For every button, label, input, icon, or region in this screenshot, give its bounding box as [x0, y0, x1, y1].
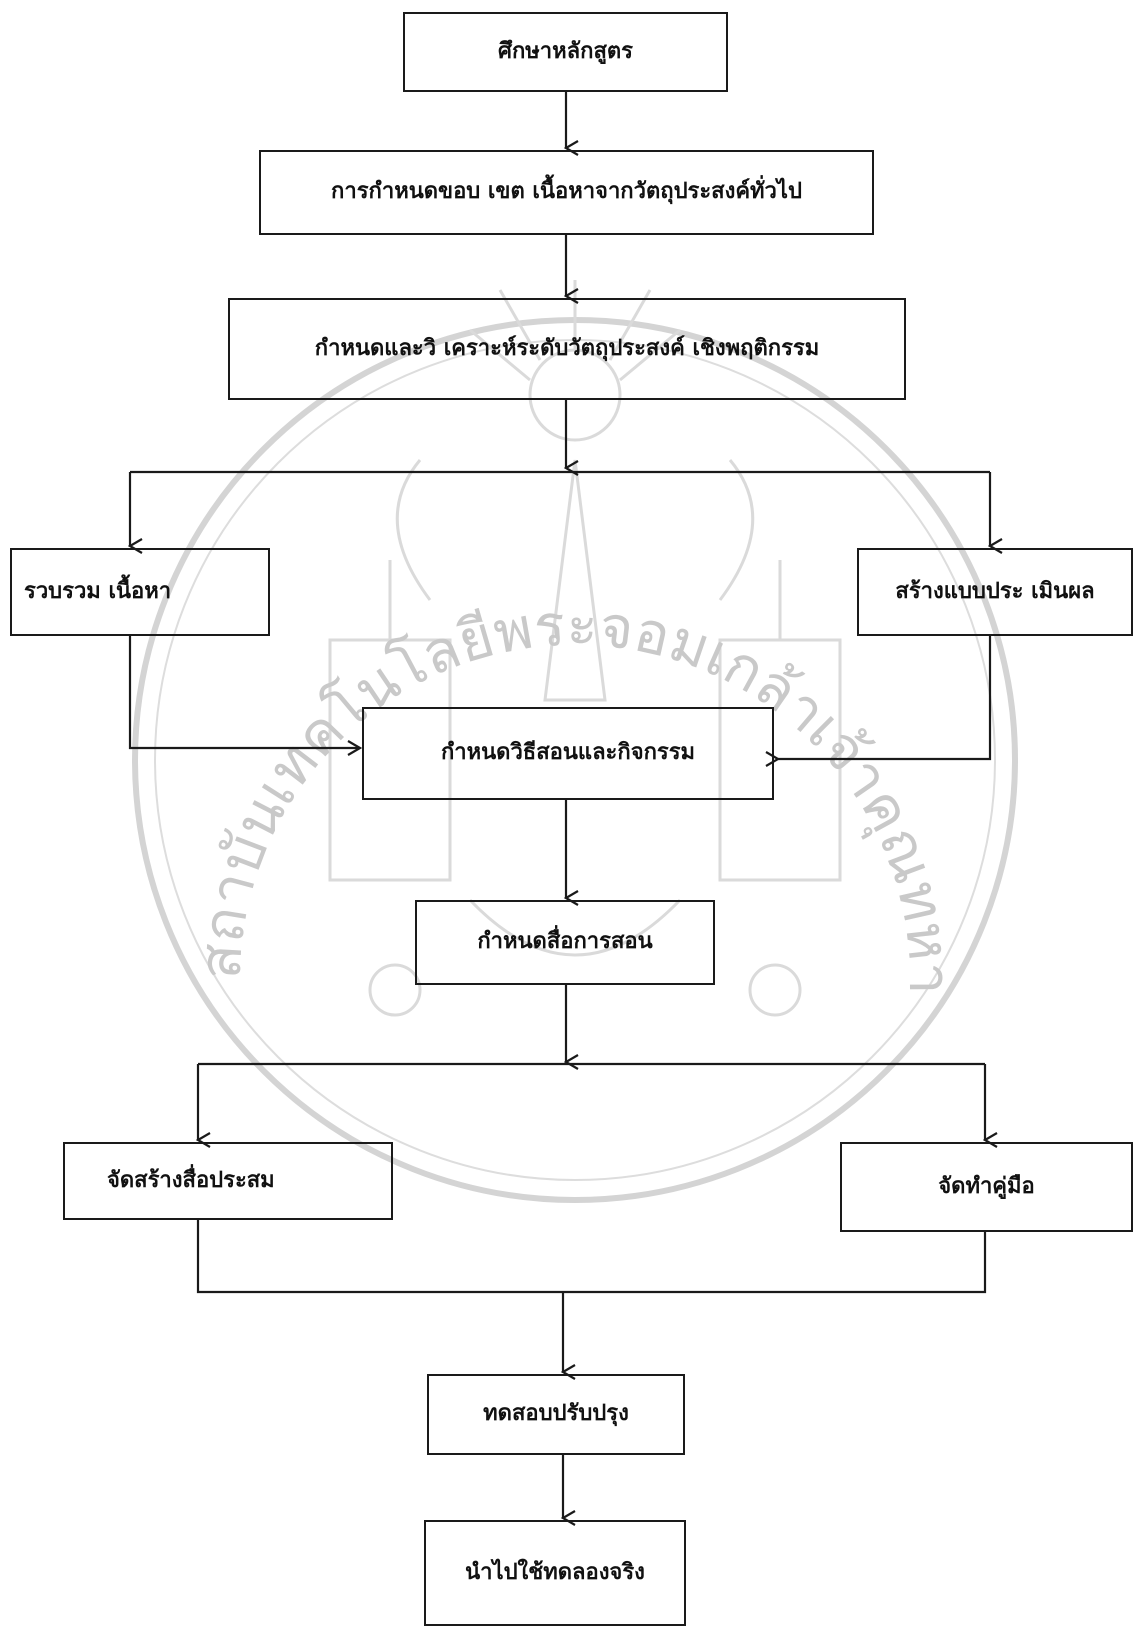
connector-evaluation-methods: [778, 636, 992, 759]
step-evaluation-label: สร้างแบบประ เมินผล: [895, 578, 1095, 604]
step-trial-use: นำไปใช้ทดลองจริง: [424, 1520, 686, 1626]
step-trial-label: นำไปใช้ทดลองจริง: [465, 1559, 645, 1585]
step-teaching-methods: กำหนดวิธีสอนและกิจกรรม: [362, 707, 774, 800]
connector-collect-methods: [128, 636, 360, 748]
step-manual-label: จัดทำคู่มือ: [938, 1173, 1035, 1199]
step-collect-content: รวบรวม เนื้อหา: [10, 548, 270, 636]
step-media-label: กำหนดสื่อการสอน: [477, 929, 653, 955]
step-teaching-media: กำหนดสื่อการสอน: [415, 900, 715, 985]
step-collect-label: รวบรวม เนื้อหา: [24, 578, 172, 604]
step-test-improve: ทดสอบปรับปรุง: [427, 1374, 685, 1455]
step-define-scope: การกำหนดขอบ เขต เนื้อหาจากวัตถุประสงค์ทั…: [259, 150, 874, 235]
step-study-label: ศึกษาหลักสูตร: [498, 38, 633, 64]
step-create-evaluation: สร้างแบบประ เมินผล: [857, 548, 1133, 636]
step-multimedia-label: จัดสร้างสื่อประสม: [107, 1167, 275, 1193]
step-scope-label: การกำหนดขอบ เขต เนื้อหาจากวัตถุประสงค์ทั…: [331, 179, 802, 205]
step-methods-label: กำหนดวิธีสอนและกิจกรรม: [440, 740, 696, 766]
connector-merge: [196, 1220, 987, 1294]
step-objectives-label: กำหนดและวิ เคราะห์ระดับวัตถุประสงค์ เชิง…: [314, 335, 820, 361]
step-create-multimedia: จัดสร้างสื่อประสม: [63, 1142, 393, 1220]
step-study-curriculum: ศึกษาหลักสูตร: [403, 12, 728, 92]
step-behavioral-objectives: กำหนดและวิ เคราะห์ระดับวัตถุประสงค์ เชิง…: [228, 298, 906, 400]
step-test-label: ทดสอบปรับปรุง: [483, 1401, 629, 1427]
step-create-manual: จัดทำคู่มือ: [840, 1142, 1133, 1232]
